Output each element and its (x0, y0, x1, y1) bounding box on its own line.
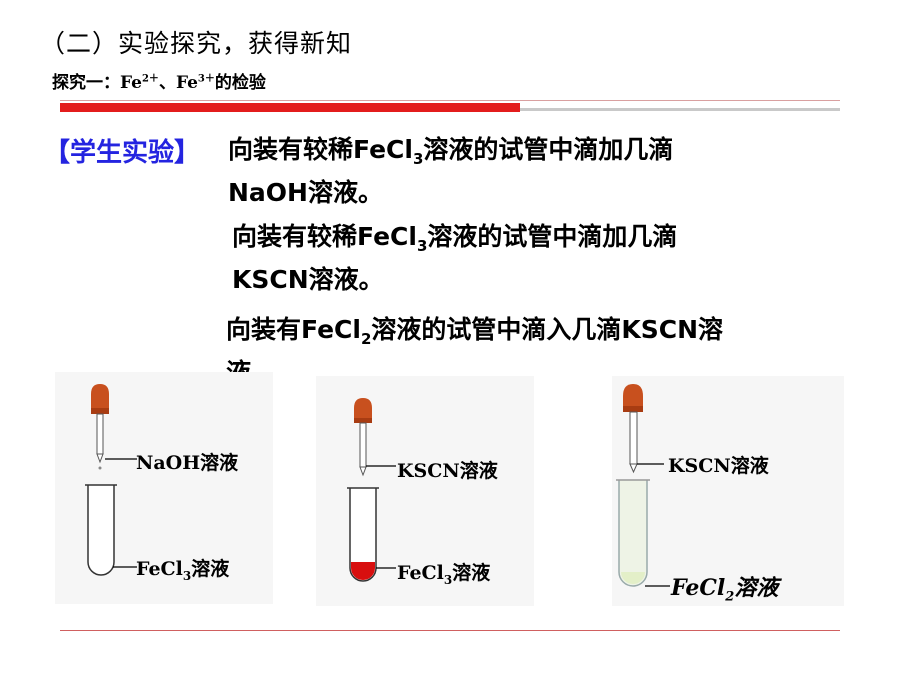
header-grey-bar (520, 108, 840, 111)
test-tube-icon (85, 484, 117, 576)
ion-fe2-charge: 2＋ (141, 73, 159, 85)
figure-1-reagent-label: NaOH溶液 (136, 452, 239, 474)
experiment-2-line2: KSCN溶液。 (232, 265, 384, 294)
dropper-icon (623, 384, 643, 474)
header-accent-bar (60, 103, 520, 112)
ion-fe3: Fe (175, 73, 198, 93)
liquid-red (351, 562, 375, 580)
figure-3-reagent-label: KSCN溶液 (668, 455, 769, 477)
page-subtitle: 探究一：Fe2＋、Fe3＋的检验 (52, 68, 266, 93)
figure-3-apparatus (616, 384, 670, 587)
page-title: （二）实验探究，获得新知 (40, 29, 353, 58)
subtitle-separator: 、 (158, 73, 176, 93)
section-label: 【学生实验】 (44, 138, 201, 168)
figure-2-solution-label: FeCl3溶液 (397, 562, 491, 587)
experiment-1-line2: NaOH溶液。 (228, 178, 383, 207)
figure-3-solution-label: FeCl2溶液 (671, 575, 779, 605)
figure-1-solution-label: FeCl3溶液 (136, 558, 230, 583)
experiment-1-line1: 向装有较稀FeCl3溶液的试管中滴加几滴 (228, 135, 674, 168)
ion-fe2: Fe (120, 73, 142, 93)
experiment-1: 向装有较稀FeCl3溶液的试管中滴加几滴 NaOH溶液。 (228, 133, 673, 210)
subtitle-prefix: 探究一： (52, 73, 120, 93)
figure-panel-3 (612, 376, 844, 606)
dropper-icon (91, 384, 109, 470)
liquid-pale-green (621, 572, 645, 584)
experiment-2: 向装有较稀FeCl3溶液的试管中滴加几滴 KSCN溶液。 (232, 220, 677, 297)
figure-2-reagent-label: KSCN溶液 (397, 460, 498, 482)
experiment-3: 向装有FeCl2溶液的试管中滴入几滴KSCN溶 液 (226, 313, 723, 390)
experiment-2-line1: 向装有较稀FeCl3溶液的试管中滴加几滴 (232, 222, 678, 255)
test-tube-icon (347, 487, 379, 582)
figure-2-apparatus (347, 398, 396, 582)
footer-divider (60, 630, 840, 631)
header-divider-thin (60, 100, 840, 101)
experiment-3-line1: 向装有FeCl2溶液的试管中滴入几滴KSCN溶 (226, 315, 724, 348)
figure-1-apparatus (85, 384, 137, 576)
dropper-icon (354, 398, 372, 477)
subtitle-suffix: 的检验 (214, 73, 266, 93)
test-tube-icon (616, 479, 650, 587)
ion-fe3-charge: 3＋ (197, 73, 215, 85)
